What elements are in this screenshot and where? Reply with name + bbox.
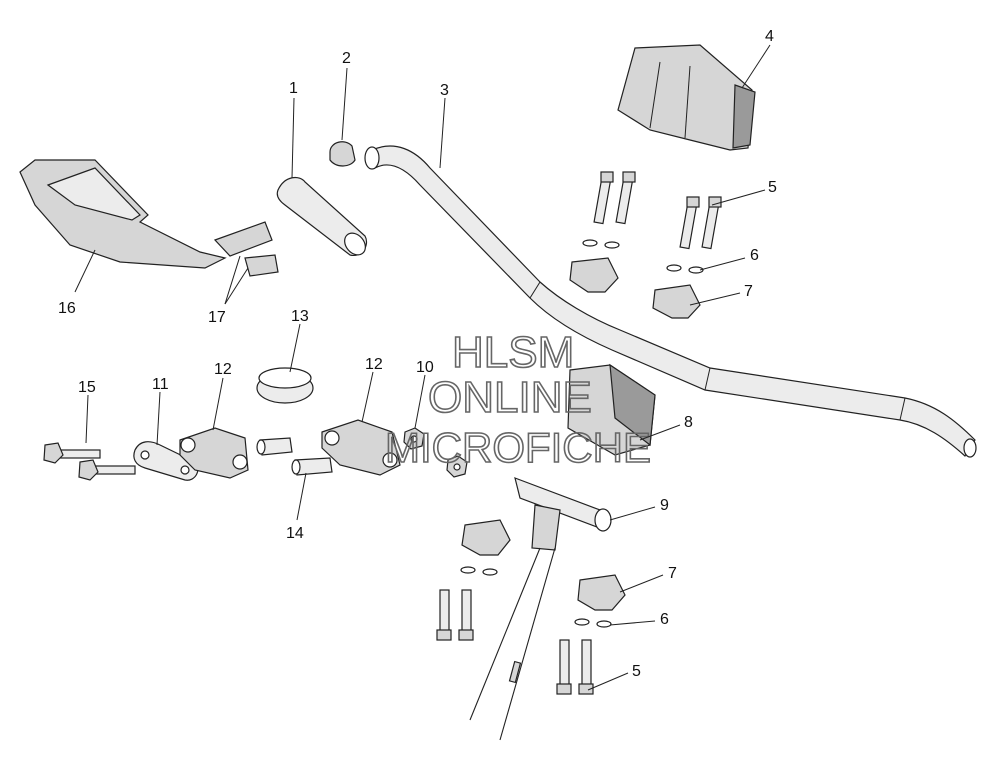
bolts-upper [593, 171, 722, 250]
washers-upper [582, 239, 704, 274]
callout-9: 9 [660, 497, 669, 514]
clamps-upper [569, 257, 701, 319]
callout-13: 13 [291, 308, 309, 325]
half-clamp-left [179, 427, 249, 479]
watermark: HLSM ONLINE MICROFICHE [384, 327, 652, 472]
callout-5-lower: 5 [632, 663, 641, 680]
callout-7-lower: 7 [668, 565, 677, 582]
spacers [256, 437, 333, 476]
half-clamp-right [321, 419, 401, 476]
callout-7-upper: 7 [744, 283, 753, 300]
watermark-line1: HLSM [452, 328, 574, 377]
handlebar [364, 145, 977, 458]
switch-housing [617, 44, 756, 151]
callout-10: 10 [416, 359, 434, 376]
plate [133, 441, 199, 481]
callout-4: 4 [765, 28, 774, 45]
callout-6-upper: 6 [750, 247, 759, 264]
watermark-line3: MICROFICHE [385, 424, 651, 471]
ring [256, 367, 314, 404]
callout-3: 3 [440, 82, 449, 99]
callout-8: 8 [684, 414, 693, 431]
callout-12-right: 12 [365, 356, 383, 373]
end-plug [329, 141, 356, 167]
bolts-left [43, 442, 136, 481]
callout-15: 15 [78, 379, 96, 396]
t-bar [469, 477, 612, 741]
callout-labels: 1 2 3 4 5 6 7 8 9 7 6 5 10 12 12 11 15 1… [58, 28, 777, 680]
leader-lines [74, 44, 771, 691]
callout-11: 11 [152, 376, 169, 393]
callout-5-upper: 5 [768, 179, 777, 196]
watermark-line2: ONLINE [428, 373, 592, 422]
callout-2: 2 [342, 50, 351, 67]
callout-6-lower: 6 [660, 611, 669, 628]
riser-block [567, 363, 656, 456]
hand-guard [19, 159, 273, 269]
nuts [403, 427, 468, 478]
callout-14: 14 [286, 525, 304, 542]
guard-bracket [244, 254, 279, 277]
callout-17: 17 [208, 309, 226, 326]
lower-hardware [436, 519, 626, 695]
grip [276, 176, 368, 257]
callout-12-left: 12 [214, 361, 232, 378]
callout-16: 16 [58, 300, 76, 317]
callout-1: 1 [289, 80, 298, 97]
